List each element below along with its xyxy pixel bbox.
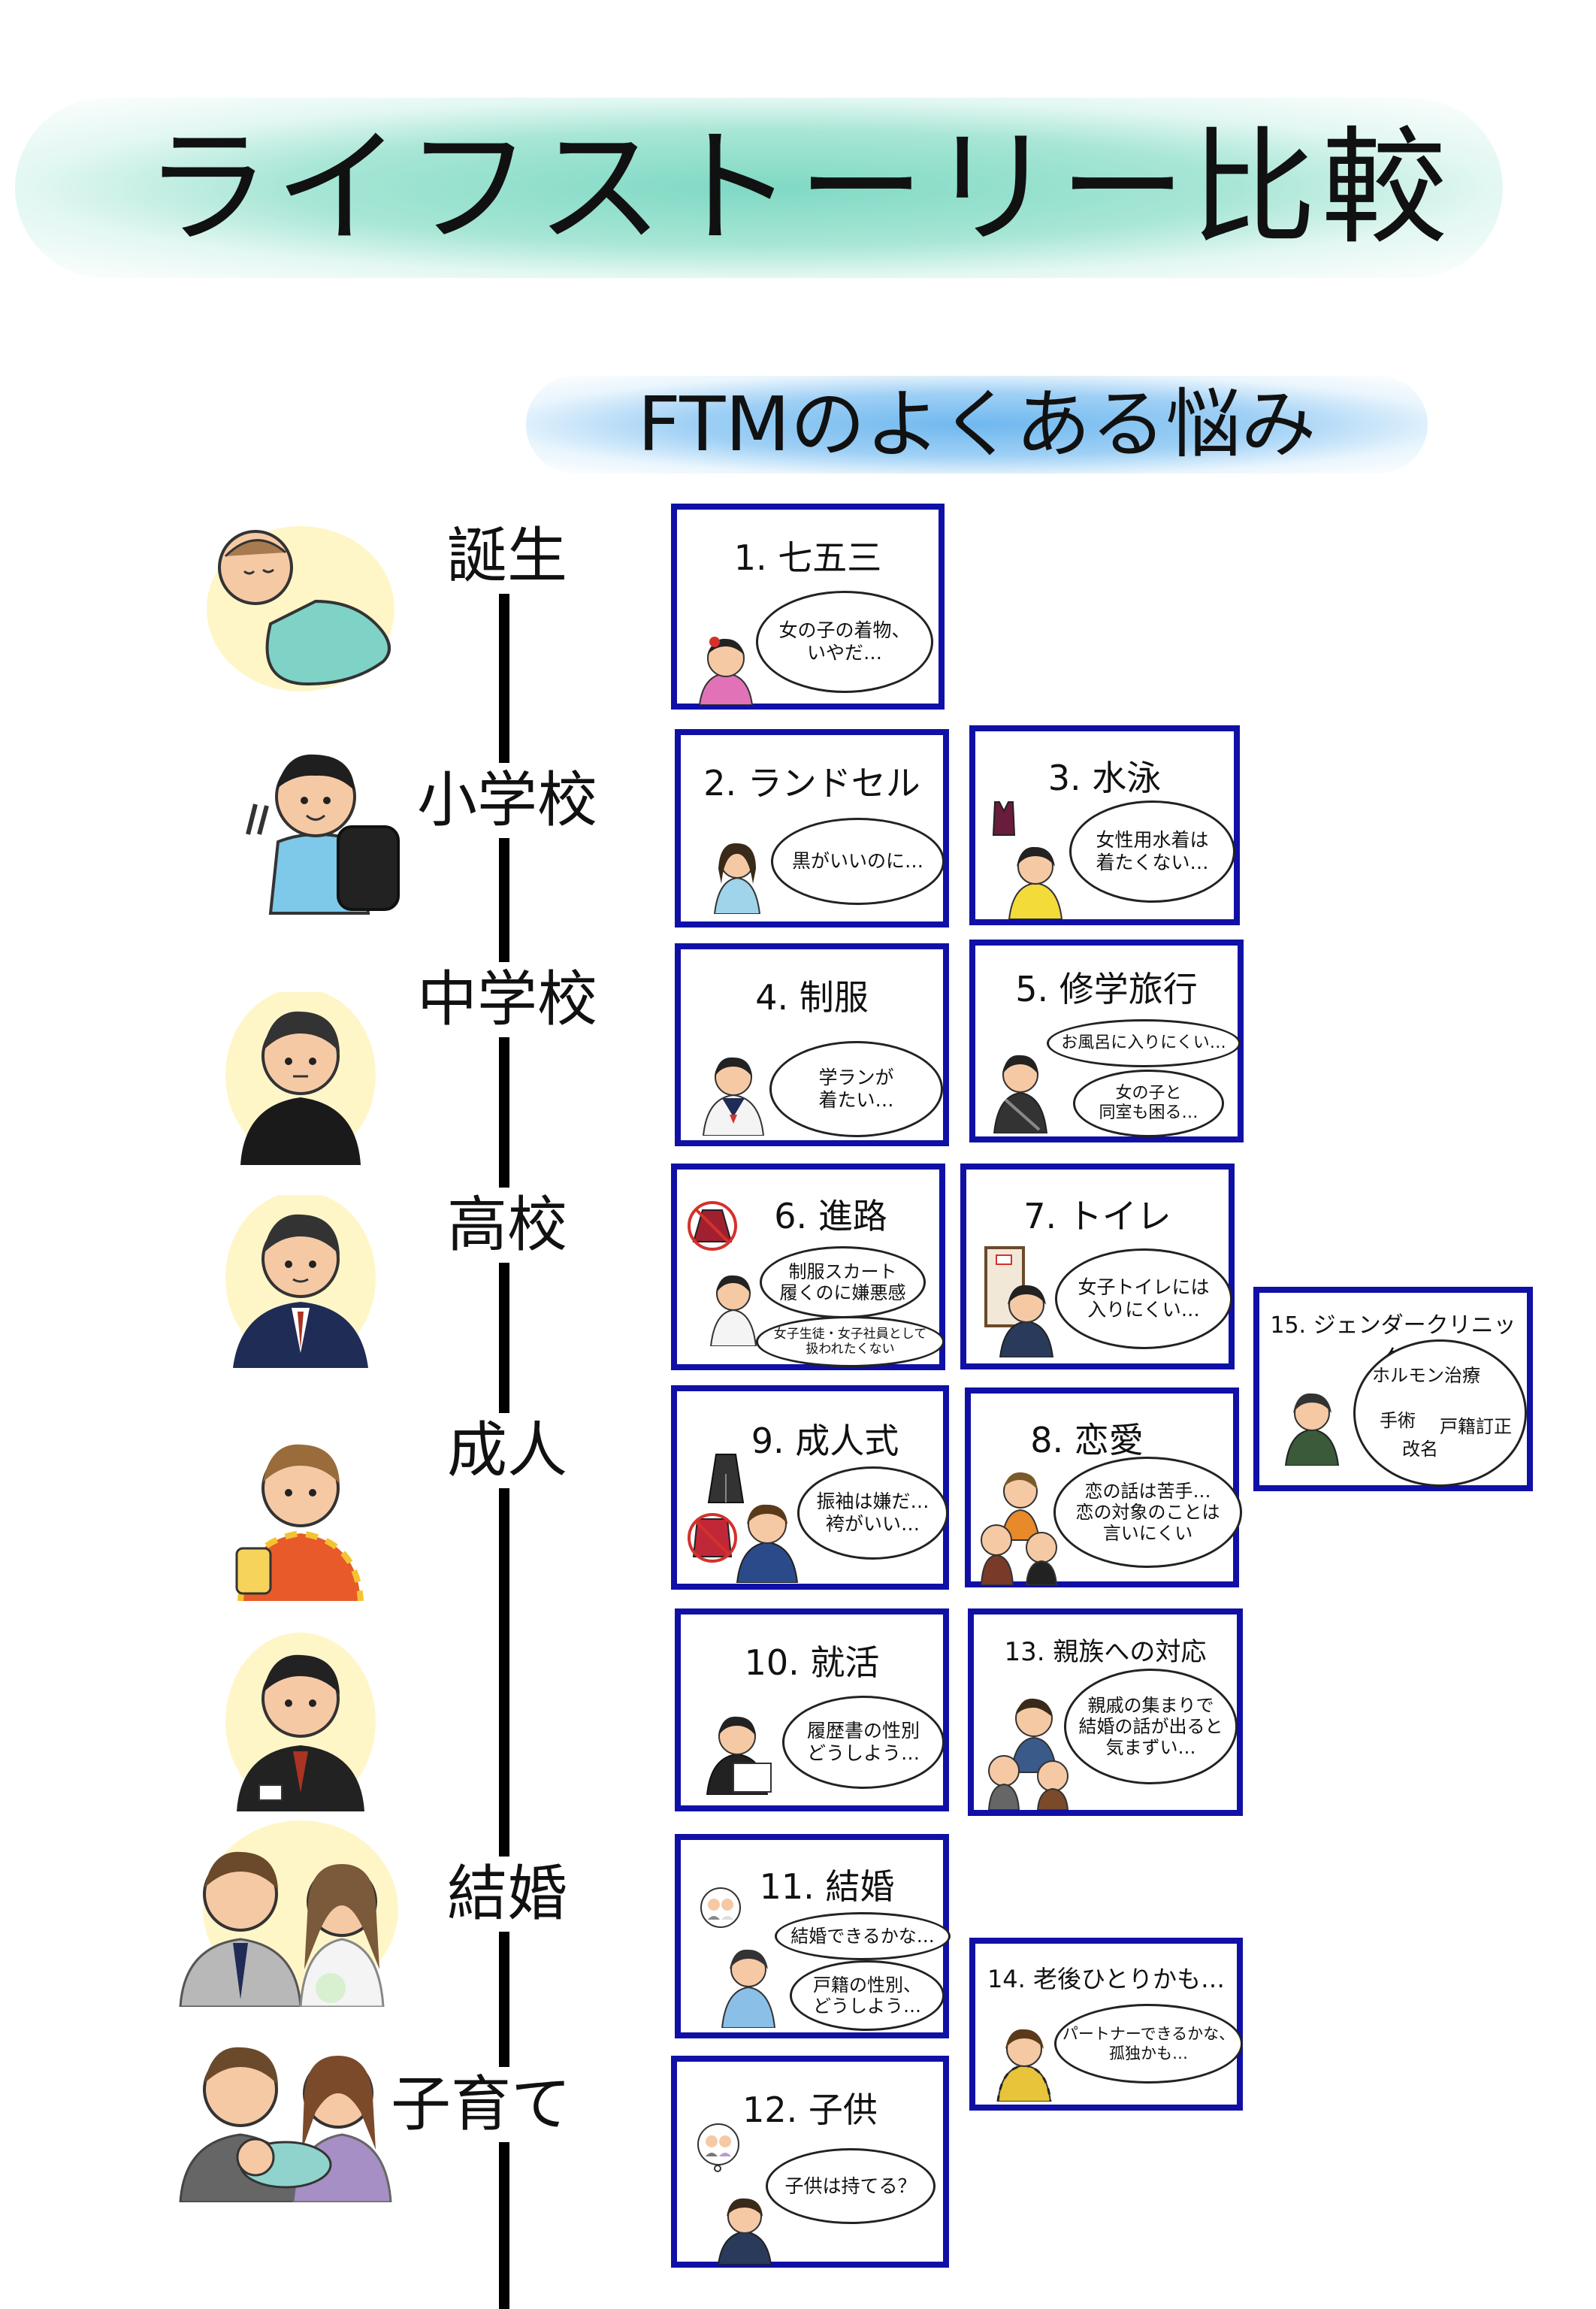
speech-bubble: 振袖は嫌だ… 袴がいい…	[797, 1466, 948, 1560]
applicant-resume-icon	[706, 1716, 772, 1795]
clinic-item-surgery: 手術	[1380, 1410, 1416, 1431]
young-man-icon	[736, 1504, 799, 1583]
page-title: ライフストーリー比較	[144, 114, 1452, 262]
stage-adult: 成人	[432, 1413, 582, 1488]
girl-backpack-icon	[713, 843, 761, 914]
speech-bubble: パートナーできるかな、 孤独かも…	[1054, 2004, 1243, 2084]
student-bag-icon	[993, 1055, 1048, 1133]
card-title: 3. 水泳	[1047, 758, 1162, 798]
baby-illustration	[207, 526, 394, 691]
young-man-icon	[721, 1949, 776, 2028]
stage-junior-high: 中学校	[398, 962, 616, 1037]
family-thought-icon	[697, 2123, 739, 2172]
card-marriage: 11. 結婚 結婚できるかな… 戸籍の性別、 どうしよう…	[675, 1834, 951, 2038]
card-relatives: 13. 親族への対応 親戚の集まりで 結婚の話が出ると 気まずい…	[968, 1608, 1243, 1816]
hakama-icon	[707, 1454, 745, 1503]
friends-group-icon	[980, 1472, 1058, 1585]
child-yellow-shirt-icon	[1008, 846, 1063, 919]
speech-bubble: 恋の話は苦手… 恋の対象のことは 言いにくい	[1053, 1457, 1242, 1568]
clinic-item-rename: 改名	[1402, 1439, 1438, 1460]
speech-bubble: 親戚の集まりで 結婚の話が出ると 気まずい…	[1064, 1669, 1238, 1784]
card-gender-clinic: 15. ジェンダークリニック ホルモン治療 手術 戸籍訂正 改名	[1253, 1287, 1533, 1491]
clinic-item-registry: 戸籍訂正	[1440, 1416, 1512, 1437]
speech-bubble: 結婚できるかな…	[775, 1912, 951, 1960]
card-job-hunting: 10. 就活 履歴書の性別 どうしよう…	[675, 1608, 949, 1811]
card-title: 1. 七五三	[733, 537, 882, 578]
sailor-uniform-student-icon	[702, 1057, 765, 1136]
speech-bubble: 戸籍の性別、 どうしよう…	[790, 1960, 945, 2031]
card-coming-of-age: 9. 成人式 振袖は嫌だ… 袴がいい…	[671, 1385, 949, 1590]
card-title: 2. ランドセル	[703, 763, 920, 803]
speech-bubble: 女子生徒・女子社員として 扱われたくない	[756, 1316, 945, 1367]
stage-elementary: 小学校	[398, 763, 616, 838]
child-icon	[999, 1285, 1054, 1357]
title-glow	[15, 98, 1503, 278]
card-toilet: 7. トイレ 女子トイレには 入りにくい…	[960, 1164, 1235, 1369]
high-school-boy-illustration	[225, 1195, 376, 1368]
relatives-group-icon	[987, 1698, 1069, 1810]
page-subtitle: FTMのよくある悩み	[637, 380, 1316, 468]
card-title: 13. 親族への対応	[1004, 1637, 1207, 1667]
swimsuit-icon	[992, 801, 1016, 836]
card-title: 12. 子供	[742, 2090, 878, 2130]
card-title: 6. 進路	[774, 1196, 887, 1236]
card-title: 7. トイレ	[1023, 1196, 1171, 1236]
stage-parenting: 子育て	[383, 2067, 579, 2142]
card-children: 12. 子供 子供は持てる？	[671, 2056, 949, 2268]
job-hunting-man-illustration	[225, 1633, 376, 1811]
elderly-man-icon	[996, 2029, 1052, 2102]
no-skirt-icon	[688, 1201, 737, 1251]
parenting-family-illustration	[179, 2047, 392, 2202]
card-career-path: 6. 進路 制服スカート 履くのに嫌悪感 女子生徒・女子社員として 扱われたくな…	[671, 1164, 945, 1370]
stage-marriage: 結婚	[432, 1857, 582, 1932]
junior-high-boy-illustration	[225, 992, 376, 1165]
subtitle-glow	[526, 376, 1428, 474]
card-title: 9. 成人式	[751, 1421, 899, 1461]
speech-bubble: 女の子の着物、 いやだ…	[756, 591, 933, 693]
card-title: 5. 修学旅行	[1015, 969, 1198, 1009]
speech-bubble: 黒がいいのに…	[771, 818, 945, 905]
card-old-age: 14. 老後ひとりかも… パートナーできるかな、 孤独かも…	[969, 1938, 1243, 2111]
adult-man-icon	[1284, 1393, 1340, 1466]
speech-bubble: お風呂に入りにくい…	[1047, 1019, 1241, 1067]
adult-man-illustration	[235, 1444, 364, 1601]
card-uniform: 4. 制服 学ランが 着たい…	[675, 943, 949, 1146]
card-romance: 8. 恋愛 恋の話は苦手… 恋の対象のことは 言いにくい	[965, 1388, 1242, 1587]
card-swimming: 3. 水泳 女性用水着は 着たくない…	[969, 725, 1240, 925]
card-title: 8. 恋愛	[1030, 1420, 1144, 1460]
stage-birth: 誕生	[432, 519, 582, 594]
wedding-couple-illustration	[179, 1820, 398, 2007]
girl-kimono-icon	[698, 637, 754, 705]
speech-bubble: 制服スカート 履くのに嫌悪感	[760, 1246, 926, 1318]
speech-bubble: 女の子と 同室も困る…	[1073, 1070, 1224, 1137]
card-shichigosan: 1. 七五三 女の子の着物、 いやだ…	[671, 504, 945, 710]
elementary-boy-illustration	[246, 754, 400, 915]
card-title: 14. 老後ひとりかも…	[987, 1965, 1226, 1993]
speech-bubble: 女子トイレには 入りにくい…	[1055, 1248, 1232, 1349]
speech-bubble: 女性用水着は 着たくない…	[1069, 800, 1235, 903]
speech-bubble: 履歴書の性別 どうしよう…	[782, 1696, 945, 1789]
card-school-trip: 5. 修学旅行 お風呂に入りにくい… 女の子と 同室も困る…	[969, 940, 1244, 1142]
card-title: 10. 就活	[744, 1642, 880, 1683]
card-title: 11. 結婚	[759, 1866, 895, 1907]
speech-bubble: 学ランが 着たい…	[769, 1041, 943, 1137]
clinic-item-hormone: ホルモン治療	[1372, 1365, 1480, 1386]
student-icon	[709, 1275, 757, 1346]
young-man-icon	[717, 2198, 772, 2265]
speech-bubble: 子供は持てる？	[766, 2148, 936, 2224]
speech-bubble	[1353, 1339, 1527, 1487]
no-furisode-icon	[688, 1513, 737, 1563]
wedding-thought-icon	[700, 1887, 741, 1928]
card-title: 4. 制服	[755, 977, 869, 1018]
stage-high-school: 高校	[432, 1188, 582, 1263]
card-randoseru: 2. ランドセル 黒がいいのに…	[675, 729, 949, 928]
